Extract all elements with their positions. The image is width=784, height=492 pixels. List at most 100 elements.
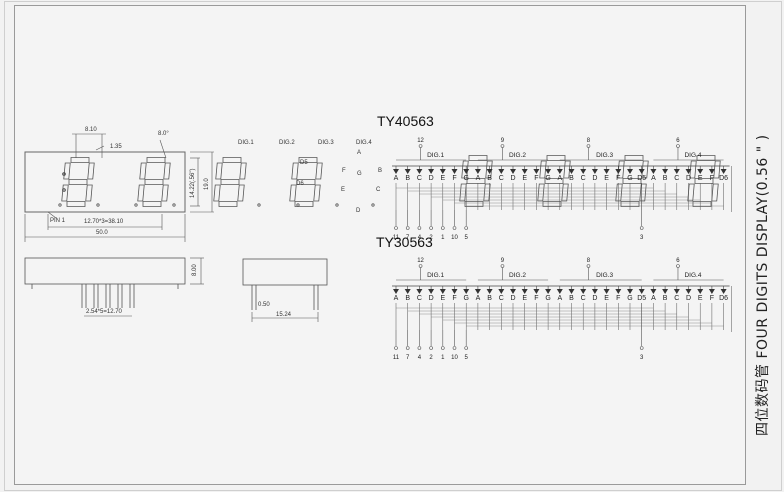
- pin-terminal: [440, 226, 445, 230]
- segment-label: C: [417, 295, 422, 302]
- diode-symbol: [638, 289, 645, 294]
- dim-top-c: 8.0°: [158, 131, 169, 137]
- map-segment: [713, 160, 721, 179]
- front-digit-3: [134, 157, 247, 207]
- front-segment: [63, 162, 71, 180]
- pin-number: 11: [393, 355, 400, 361]
- side-dim-pins: 2.54*5=12.70: [86, 309, 122, 315]
- front-dp: [172, 203, 176, 207]
- segment-label: B: [663, 175, 668, 182]
- diode-symbol: [603, 289, 610, 294]
- map-digit-2: [296, 155, 571, 207]
- digit-group-label: DIG.3: [596, 272, 613, 279]
- pin-terminal: [417, 346, 422, 350]
- map-segment: [696, 155, 716, 161]
- front-colon-dot: [62, 172, 66, 176]
- front-segment: [294, 201, 314, 207]
- diode-symbol: [510, 289, 516, 294]
- pin-number: 7: [406, 355, 410, 361]
- segment-label: C: [499, 295, 504, 302]
- map-segment: [622, 178, 642, 184]
- front-segment: [291, 162, 299, 180]
- segment-label: A: [394, 175, 399, 182]
- map-seg-d5: D5: [300, 160, 308, 166]
- map-segment: [464, 201, 484, 207]
- diode-symbol: [521, 289, 528, 294]
- front-segment: [68, 179, 88, 185]
- pin-number: 11: [393, 235, 400, 241]
- diode-symbol: [521, 169, 528, 174]
- diode-symbol: [638, 169, 645, 174]
- map-seg-d6: D6: [296, 181, 304, 187]
- diode-symbol: [439, 289, 446, 294]
- diode-symbol: [486, 169, 493, 174]
- side-title: 四位数码管 FOUR DIGITS DISPLAY(0.56 " ): [755, 134, 771, 436]
- diode-symbol: [416, 169, 423, 174]
- segment-label: C: [581, 295, 586, 302]
- segment-label: A: [651, 175, 656, 182]
- segment-label: B: [663, 295, 668, 302]
- segment-label: E: [698, 295, 703, 302]
- diode-symbol: [662, 169, 669, 174]
- pin-number: 4: [418, 355, 422, 361]
- side-view: [24, 257, 204, 317]
- diode-symbol: [545, 289, 552, 294]
- end-view: [242, 258, 328, 322]
- map-seg-d: D: [356, 208, 361, 214]
- front-segment: [146, 157, 166, 163]
- segment-label: C: [499, 175, 504, 182]
- diode-symbol: [627, 169, 633, 174]
- map-segment: [639, 183, 647, 202]
- map-dp: [371, 203, 375, 207]
- map-seg-f: F: [342, 168, 346, 174]
- pin-number: 2: [429, 355, 433, 361]
- digit-group-label: DIG.4: [684, 272, 701, 279]
- diode-symbol: [404, 169, 411, 174]
- dim-top-b: 1.35: [110, 144, 122, 150]
- front-segment: [237, 184, 245, 202]
- segment-label: E: [522, 295, 527, 302]
- map-segment: [542, 201, 562, 207]
- map-dig1: DIG.1: [238, 140, 254, 146]
- map-segment: [461, 160, 469, 179]
- digit-pin-number: 8: [587, 138, 591, 144]
- pin-terminal: [405, 346, 410, 350]
- segment-label: E: [604, 175, 609, 182]
- diode-symbol: [463, 289, 470, 294]
- diode-symbol: [533, 289, 540, 294]
- diode-symbol: [404, 289, 411, 294]
- front-segment: [139, 162, 147, 180]
- pin-terminal: [464, 346, 469, 350]
- segment-label: D6: [719, 295, 728, 302]
- map-digit-1: [257, 155, 493, 207]
- map-segment: [483, 183, 491, 202]
- pin-number: 2: [429, 235, 433, 241]
- front-segment: [289, 184, 297, 202]
- end-dim-pin: 0.50: [258, 302, 270, 308]
- diode-symbol: [673, 289, 680, 294]
- diode-symbol: [393, 289, 399, 294]
- map-segment: [689, 160, 697, 179]
- segment-label: B: [487, 295, 492, 302]
- digit-group-label: DIG.2: [509, 152, 526, 159]
- front-segment: [239, 162, 247, 180]
- front-segment: [315, 162, 323, 180]
- map-segment: [544, 178, 564, 184]
- segment-label: F: [452, 295, 456, 302]
- segment-label: G: [627, 175, 632, 182]
- diode-symbol: [498, 289, 505, 294]
- segment-label: F: [616, 295, 620, 302]
- map-segment: [692, 201, 712, 207]
- diode-symbol: [650, 289, 657, 294]
- map-segment: [620, 201, 640, 207]
- segment-label: D5: [637, 175, 646, 182]
- segment-label: C: [674, 295, 679, 302]
- map-dig4: DIG.4: [356, 140, 372, 146]
- segment-label: F: [534, 295, 538, 302]
- diode-symbol: [428, 169, 435, 174]
- map-segment: [466, 178, 486, 184]
- model-title-top: TY40563: [377, 113, 434, 129]
- segment-label: D: [510, 175, 515, 182]
- diode-symbol: [545, 169, 552, 174]
